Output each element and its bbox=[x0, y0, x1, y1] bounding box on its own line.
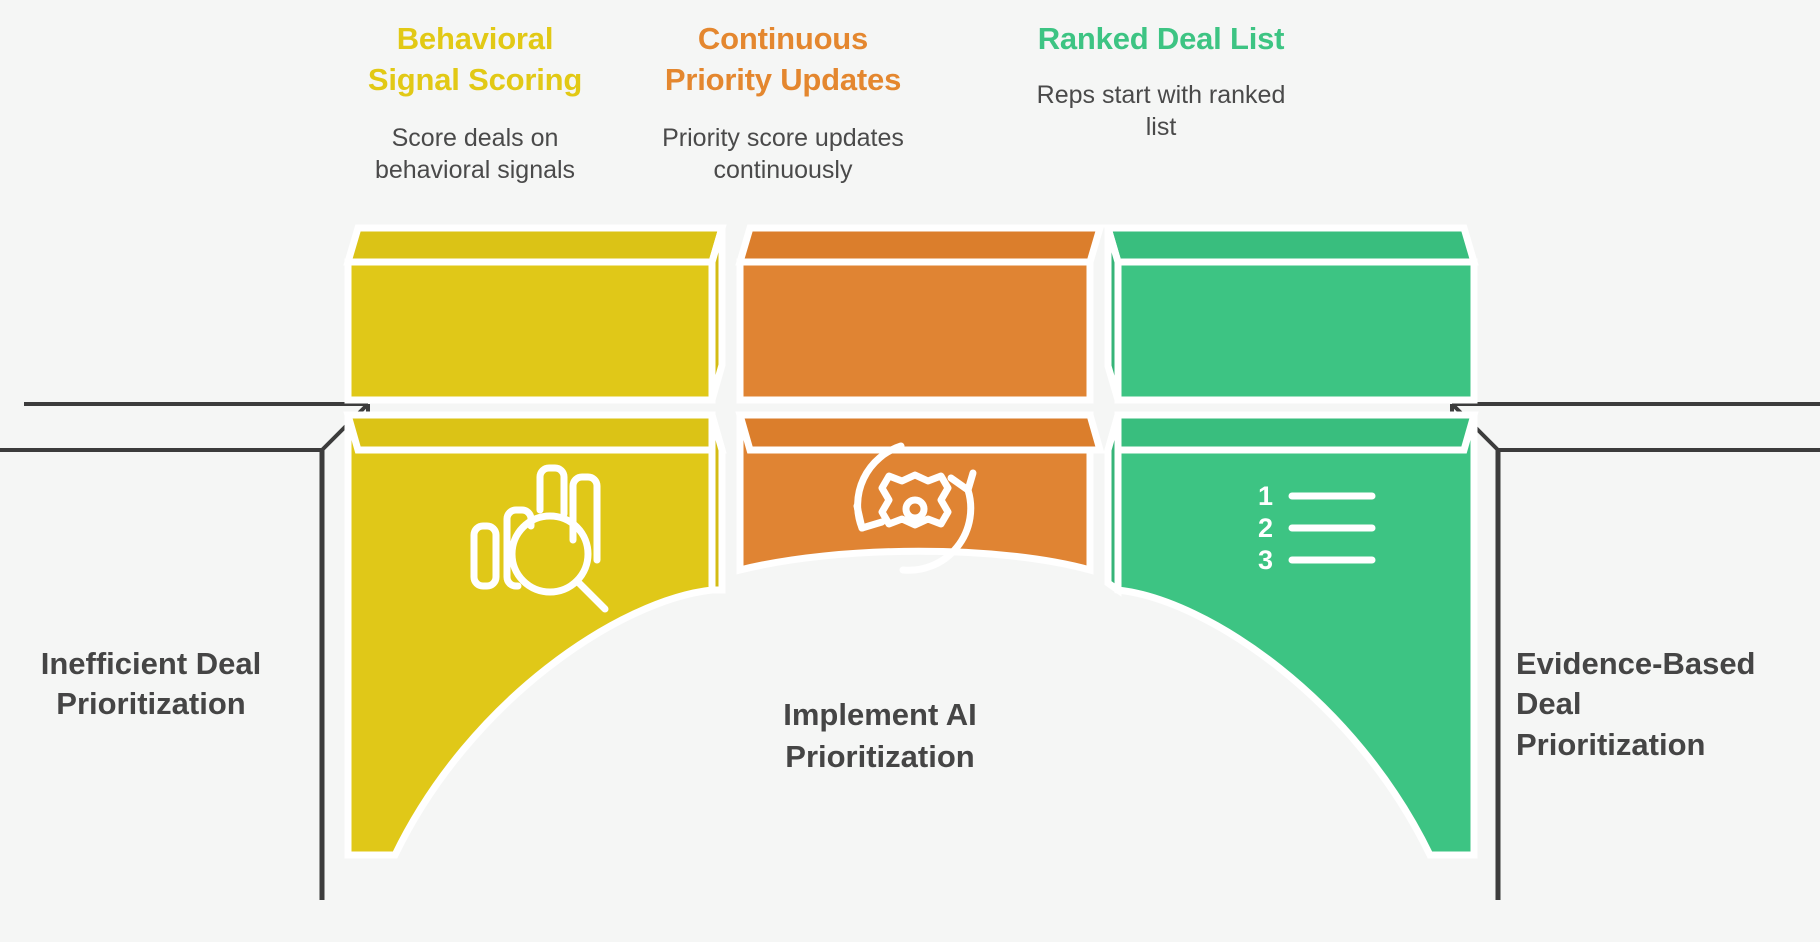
right-state-label-line1: Evidence-Based bbox=[1516, 646, 1756, 681]
lower-block-yellow-side bbox=[708, 414, 726, 594]
column-desc-2-line2: continuously bbox=[713, 156, 853, 185]
right-state-label-line3: Prioritization bbox=[1516, 726, 1706, 762]
column-desc-1: Score deals on behavioral signals bbox=[340, 122, 610, 186]
list-number-3: 3 bbox=[1258, 545, 1273, 575]
column-title-1-line1: Behavioral bbox=[396, 21, 554, 56]
right-state-label: Evidence-Based Deal Prioritization bbox=[1516, 644, 1816, 765]
left-state-label-line1: Inefficient Deal bbox=[40, 646, 262, 681]
deck-block-yellow-top bbox=[343, 224, 727, 266]
column-title-3: Ranked Deal List bbox=[1012, 18, 1310, 59]
right-state-label-line2: Deal bbox=[1516, 686, 1582, 722]
column-header-behavioral-signal-scoring: Behavioral Signal Scoring Score deals on… bbox=[340, 18, 610, 186]
column-desc-3-line1: Reps start with ranked bbox=[1036, 81, 1286, 110]
column-title-1-line2: Signal Scoring bbox=[367, 62, 583, 98]
column-header-continuous-priority-updates: Continuous Priority Updates Priority sco… bbox=[648, 18, 918, 186]
column-desc-3-line2: list bbox=[1145, 113, 1177, 142]
numbered-list-icon: 1 2 3 bbox=[1258, 481, 1376, 575]
column-desc-2: Priority score updates continuously bbox=[648, 122, 918, 186]
column-desc-1-line2: behavioral signals bbox=[374, 156, 576, 185]
lower-block-green-side bbox=[1104, 414, 1122, 597]
column-title-1: Behavioral Signal Scoring bbox=[340, 18, 610, 100]
column-title-3-line1: Ranked Deal List bbox=[1037, 21, 1285, 56]
center-process-label-line2: Prioritization bbox=[785, 739, 975, 775]
gear-refresh-icon bbox=[853, 442, 977, 574]
lower-block-yellow-front bbox=[344, 411, 716, 859]
deck-block-green-side bbox=[1104, 227, 1122, 401]
lower-block-orange-front bbox=[736, 411, 1094, 575]
lower-block-orange-top bbox=[735, 411, 1105, 454]
list-number-2: 2 bbox=[1258, 513, 1273, 543]
deck-block-yellow-front bbox=[344, 258, 716, 404]
column-desc-1-line1: Score deals on bbox=[391, 124, 559, 153]
left-state-label: Inefficient Deal Prioritization bbox=[6, 644, 296, 725]
deck-block-green-top bbox=[1103, 224, 1479, 266]
deck-block-orange-front bbox=[736, 258, 1094, 404]
bridge-deck-blocks bbox=[343, 224, 1479, 404]
lower-block-green-top bbox=[1103, 411, 1479, 454]
left-state-label-line2: Prioritization bbox=[56, 686, 246, 722]
list-number-1: 1 bbox=[1258, 481, 1273, 511]
lower-block-green-front bbox=[1114, 411, 1478, 859]
column-desc-2-line1: Priority score updates bbox=[662, 124, 904, 153]
column-desc-3: Reps start with ranked list bbox=[1012, 79, 1310, 143]
column-header-ranked-deal-list: Ranked Deal List Reps start with ranked … bbox=[1012, 18, 1310, 143]
lower-block-yellow-top bbox=[343, 411, 727, 454]
center-process-label: Implement AI Prioritization bbox=[660, 694, 1100, 778]
column-title-2-line2: Priority Updates bbox=[664, 62, 902, 98]
column-title-2: Continuous Priority Updates bbox=[648, 18, 918, 100]
center-process-label-line1: Implement AI bbox=[783, 697, 977, 732]
deck-block-green-front bbox=[1114, 258, 1478, 404]
deck-block-yellow-side bbox=[708, 227, 726, 401]
bridge-arch-body bbox=[343, 411, 1479, 859]
column-title-2-line1: Continuous bbox=[697, 21, 869, 56]
bar-chart-search-icon bbox=[470, 464, 609, 613]
deck-block-orange-top bbox=[735, 224, 1105, 266]
